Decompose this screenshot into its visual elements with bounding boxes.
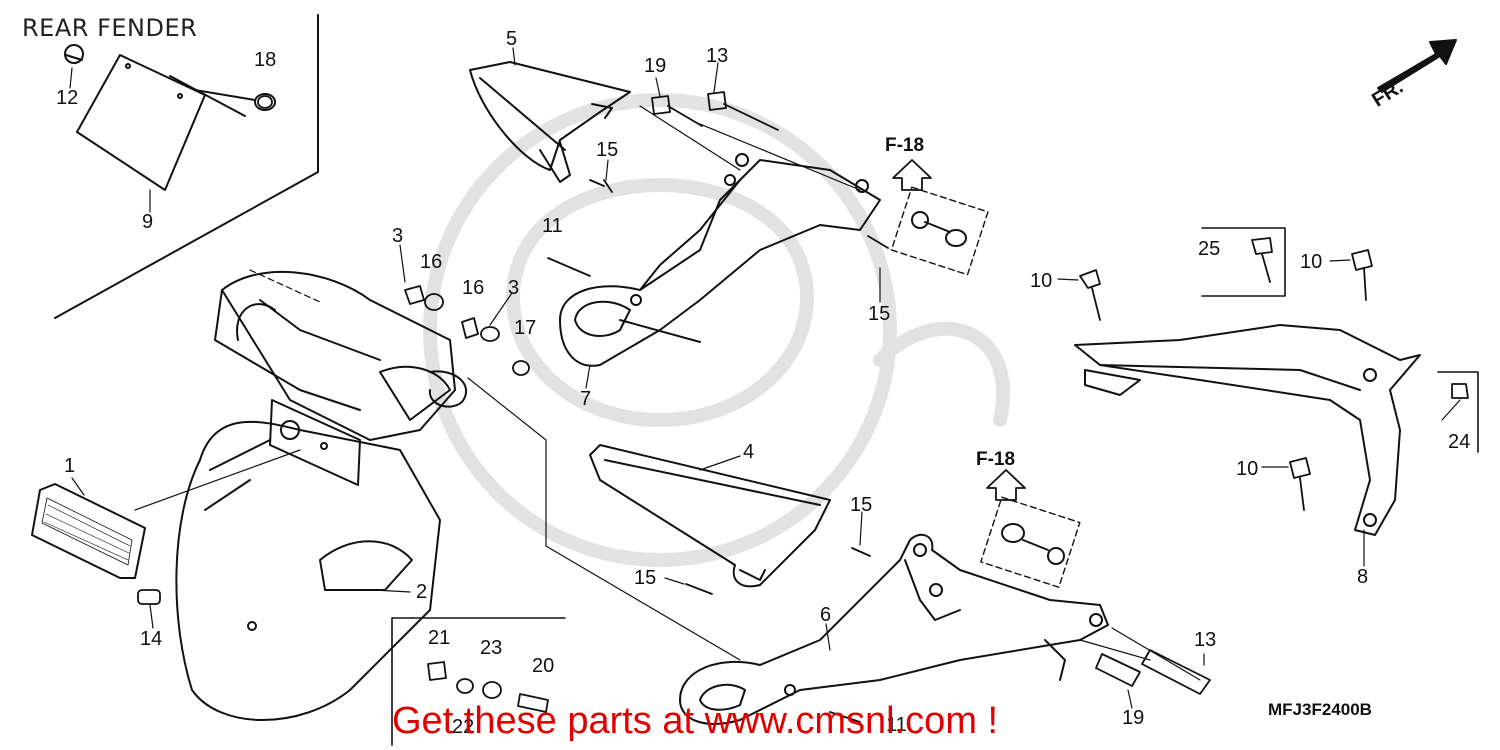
side-cover-part-4 [589,444,831,588]
callout-15b: 15 [850,494,872,516]
callout-23: 23 [480,637,502,659]
section-separators [54,14,1479,746]
callout-25: 25 [1198,238,1220,260]
callout-15a: 15 [596,139,618,161]
front-direction-arrow [1377,39,1457,93]
rear-fender-part-2 [175,270,468,721]
upper-cover-part-5 [469,61,631,183]
callout-12: 12 [56,87,78,109]
ref-label-f18-upper: F-18 [885,135,924,156]
callout-7: 7 [580,388,591,410]
callout-13b: 13 [1194,629,1216,651]
fr-label: FR. [1368,76,1407,112]
ref-label-f18-lower: F-18 [976,449,1015,470]
callout-10c: 10 [1236,458,1258,480]
callout-16b: 16 [462,277,484,299]
callout-10b: 10 [1300,251,1322,273]
callout-11a: 11 [542,215,563,237]
callout-3a: 3 [392,225,403,247]
callout-4: 4 [743,441,754,463]
callout-14: 14 [140,628,162,650]
diagram-title: REAR FENDER [22,14,198,42]
callout-10a: 10 [1030,270,1052,292]
tail-cowl-part-8 [1074,324,1421,536]
hardware-fasteners [137,91,1469,723]
callout-19b: 19 [1122,707,1144,729]
f18-ref-arrow-upper [890,159,989,276]
callout-19a: 19 [644,55,666,77]
callout-15d: 15 [868,303,890,325]
callout-5: 5 [506,28,517,50]
callout-17: 17 [514,317,536,339]
callout-16a: 16 [420,251,442,273]
callout-1: 1 [64,455,75,477]
reflector-part-1 [31,483,146,579]
leader-lines [69,47,1461,709]
callout-13a: 13 [706,45,728,67]
callout-11b: 11 [886,714,907,736]
f18-ref-arrow-lower [980,469,1081,588]
callout-18: 18 [254,49,276,71]
callout-3b: 3 [508,277,519,299]
callout-15c: 15 [634,567,656,589]
promo-banner-link[interactable]: Get these parts at www.cmsnl.com ! [392,700,999,742]
callout-2: 2 [416,581,427,603]
callout-22: 22 [452,716,474,738]
callout-20: 20 [532,655,554,677]
callout-24: 24 [1448,431,1470,453]
lower-bracket-part-6 [679,533,1109,725]
callout-9: 9 [142,211,153,233]
callout-21: 21 [428,627,450,649]
callout-numbers: 1 2 3 3 4 5 6 7 8 9 10 10 10 11 11 12 13… [56,28,1470,738]
diagram-code: MFJ3F2400B [1268,700,1372,719]
callout-6: 6 [820,604,831,626]
callout-8: 8 [1357,566,1368,588]
license-plate-part-9 [64,44,276,191]
rail-bracket-part-7 [559,153,881,367]
